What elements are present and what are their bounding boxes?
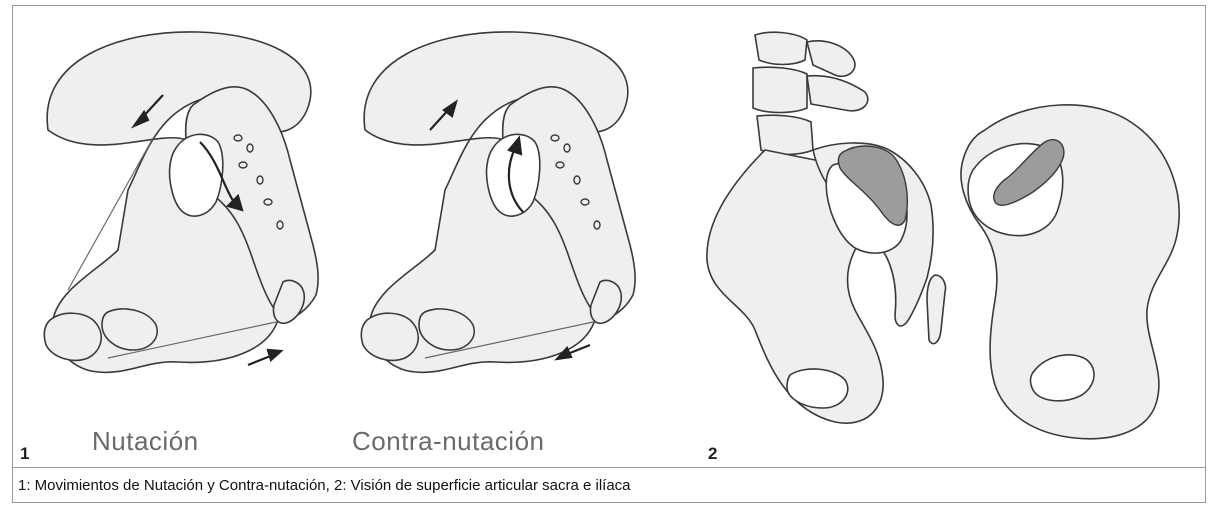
pelvis-counter-nutation-illustration [345,20,655,390]
caption-divider [13,467,1205,468]
counter-nutation-label: Contra-nutación [352,426,545,457]
figure-caption: 1: Movimientos de Nutación y Contra-nuta… [18,477,631,494]
pelvis-nutation-illustration [28,20,338,390]
nutation-label: Nutación [92,426,199,457]
panel-1-number: 1 [20,444,29,464]
panel-2-number: 2 [708,444,717,464]
sacroiliac-articular-surfaces-illustration [695,30,1195,450]
